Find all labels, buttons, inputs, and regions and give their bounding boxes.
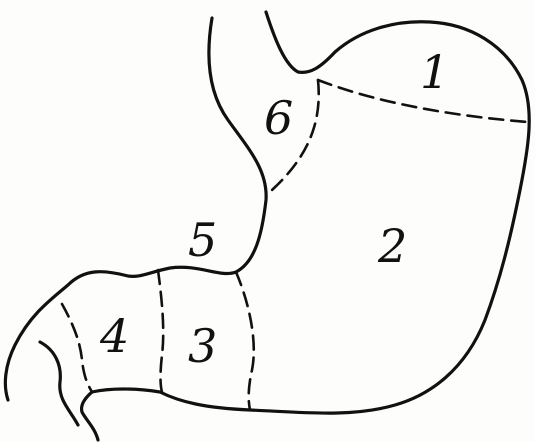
lesser-curvature-outline [5,18,266,400]
duodenum-outline [82,392,98,440]
region-1-label: 1 [420,45,449,99]
body-antrum-boundary [236,272,254,410]
region-5-label: 5 [188,213,217,267]
antrum-pylorus-boundary [158,270,163,392]
pylorus-duodenum-boundary [62,304,92,392]
greater-curvature-outline [92,12,529,413]
duodenum-inner-outline [40,342,78,425]
region-3-label: 3 [188,319,217,373]
region-6-label: 6 [264,91,293,145]
region-4-label: 4 [99,309,129,363]
region-2-label: 2 [377,219,407,273]
